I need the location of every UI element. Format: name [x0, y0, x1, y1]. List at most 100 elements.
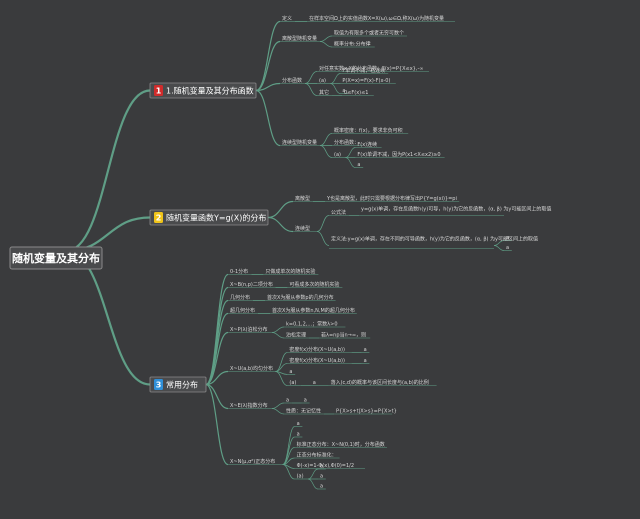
topic-to-subtopic-connector [319, 41, 333, 48]
detail-label: a [342, 88, 345, 94]
subtopic-label: 性质：无记忆性 [286, 407, 321, 414]
topic-to-subtopic-connector [282, 464, 295, 480]
subtopic-label: 取值为有限多个或者无穷可数个 [334, 29, 404, 36]
detail-label: a [506, 245, 509, 251]
topic-label: 几何分布 [230, 294, 250, 301]
subtopic-label: 正态分布标准化： [297, 451, 337, 458]
detail-label: a [506, 235, 509, 241]
topic-label: 超几何分布 [230, 307, 255, 314]
detail-label: P{X>s+t|X>s}=P{X>t} [336, 408, 397, 414]
topic-to-subtopic-connector [282, 436, 295, 465]
subtopic-label: 对任意实数x,X的分布函数：F(x)=P{X≤x},-∞ [319, 65, 423, 72]
subtopic-label: Y也是离散型，此时只需要根据分布律写出P{Y=g(xi)}=pi [326, 195, 457, 202]
topic-label: 连续型随机变量 [282, 139, 317, 146]
detail-label: P(X=x)=F(x)-F(x-0) [342, 78, 390, 84]
branch-label: 1.随机变量及其分布函数 [166, 86, 254, 96]
branch-node[interactable] [149, 82, 257, 99]
subtopic-to-detail-connector [345, 157, 356, 168]
branch-to-topic-connector [205, 286, 229, 386]
branch-badge-number: 1 [156, 87, 162, 96]
subtopic-to-detail-connector [307, 478, 319, 490]
topic-to-subtopic-connector [282, 426, 295, 465]
topic-label: 分布函数 [282, 77, 302, 84]
subtopic-label: 首次X为服从参数n,N,M的超几何分布 [272, 307, 355, 314]
branch-badge-number: 2 [156, 214, 162, 223]
branch-to-topic-connector [205, 383, 229, 466]
root-to-branch-connector [65, 249, 151, 386]
branch-to-topic-connector [255, 20, 281, 92]
detail-label: a [320, 483, 323, 489]
subtopic-label: 只做成单次的随机实验 [265, 268, 315, 275]
branch-label: 常用分布 [166, 380, 198, 390]
branch-to-topic-connector [267, 216, 294, 233]
detail-label: F(x)单调不减，因为P(x1<X≤x2)≥0 [357, 151, 440, 158]
topic-to-subtopic-connector [271, 402, 285, 409]
branch-to-topic-connector [255, 82, 281, 92]
topic-to-subtopic-connector [275, 371, 288, 386]
root-to-branch-connector [65, 89, 151, 253]
branch-to-topic-connector [255, 89, 281, 147]
subtopic-to-detail-connector [493, 245, 505, 251]
branch-to-topic-connector [255, 40, 281, 92]
subtopic-label: (a) [334, 152, 341, 158]
branch-badge [154, 379, 163, 390]
note-label: 落入(c,d)的概率与该区间长度与(a,b)的比例 [331, 379, 429, 386]
subtopic-label: (a) [289, 380, 296, 386]
subtopic-label: a [297, 421, 300, 427]
subtopic-label: a [297, 431, 300, 437]
subtopic-label: 可看成多次的随机实验 [289, 281, 339, 288]
topic-to-subtopic-connector [319, 145, 333, 158]
topic-label: 连续型 [295, 225, 310, 232]
root-label: 随机变量及其分布 [12, 251, 100, 265]
topic-to-subtopic-connector [316, 215, 330, 232]
topic-label: 定义 [282, 15, 292, 22]
topic-to-subtopic-connector [319, 133, 333, 146]
topic-to-subtopic-connector [304, 71, 318, 84]
detail-label: F单调不减，右连续 [342, 67, 385, 74]
topic-to-subtopic-connector [271, 332, 285, 339]
subtopic-to-detail-connector [345, 147, 356, 158]
detail-label: a [320, 473, 323, 479]
subtopic-label: 概率分布:分布律 [334, 40, 371, 47]
subtopic-label: 标准正态分布：X~N(0,1)时，分布函数 [297, 441, 385, 448]
subtopic-label: (a) [297, 473, 304, 479]
detail-label: a [364, 347, 367, 353]
subtopic-label: 定义法:y=g(x)单调，存在不同的可导函数，h(y)为它的反函数，(α, β)… [331, 236, 538, 243]
topic-to-subtopic-connector [319, 35, 333, 42]
detail-label: a [313, 380, 316, 386]
subtopic-label: 公式法 [331, 209, 346, 216]
subtopic-label: 密度f(x)分布(X~U(a,b)) [289, 346, 345, 353]
root-node[interactable] [9, 246, 103, 270]
branch-node[interactable] [149, 376, 207, 393]
topic-to-subtopic-connector [271, 326, 285, 333]
subtopic-label: (a) [319, 78, 326, 84]
topic-label: X~N(μ,σ²)正态分布 [230, 458, 275, 465]
subtopic-label: 其它 [319, 89, 329, 96]
branch-badge-number: 3 [156, 381, 162, 390]
branch-to-topic-connector [267, 200, 294, 219]
subtopic-label: 概率密度：f(x)，要求非负可积 [334, 127, 403, 134]
subtopic-label: 首次X为服从参数p的几何分布 [267, 294, 334, 301]
subtopic-to-detail-connector [330, 83, 341, 94]
topic-to-subtopic-connector [271, 408, 285, 415]
branch-to-topic-connector [205, 331, 229, 386]
topic-to-subtopic-connector [316, 231, 330, 246]
detail-label: a [364, 358, 367, 364]
topic-label: 离散型随机变量 [282, 35, 317, 42]
subtopic-label: a [289, 369, 292, 375]
branch-label: 随机变量函数Y=g(X)的分布 [166, 213, 266, 223]
detail-label: a [357, 162, 360, 168]
topic-label: X~P(λ)泊松分布 [230, 326, 268, 333]
topic-label: X~B(n,p)二项分布 [230, 281, 273, 288]
branch-node[interactable] [149, 209, 269, 226]
branch-badge [154, 212, 163, 223]
subtopic-label: 分布函数： [334, 139, 359, 146]
subtopic-to-detail-connector [330, 73, 341, 84]
subtopic-label: k=0,1,2,...；常数λ>0 [286, 320, 338, 327]
subtopic-label: 泊松定理 [286, 331, 306, 338]
topic-to-subtopic-connector [304, 83, 318, 96]
topic-label: X~E(λ)指数分布 [230, 402, 268, 409]
detail-label: a [304, 397, 307, 403]
